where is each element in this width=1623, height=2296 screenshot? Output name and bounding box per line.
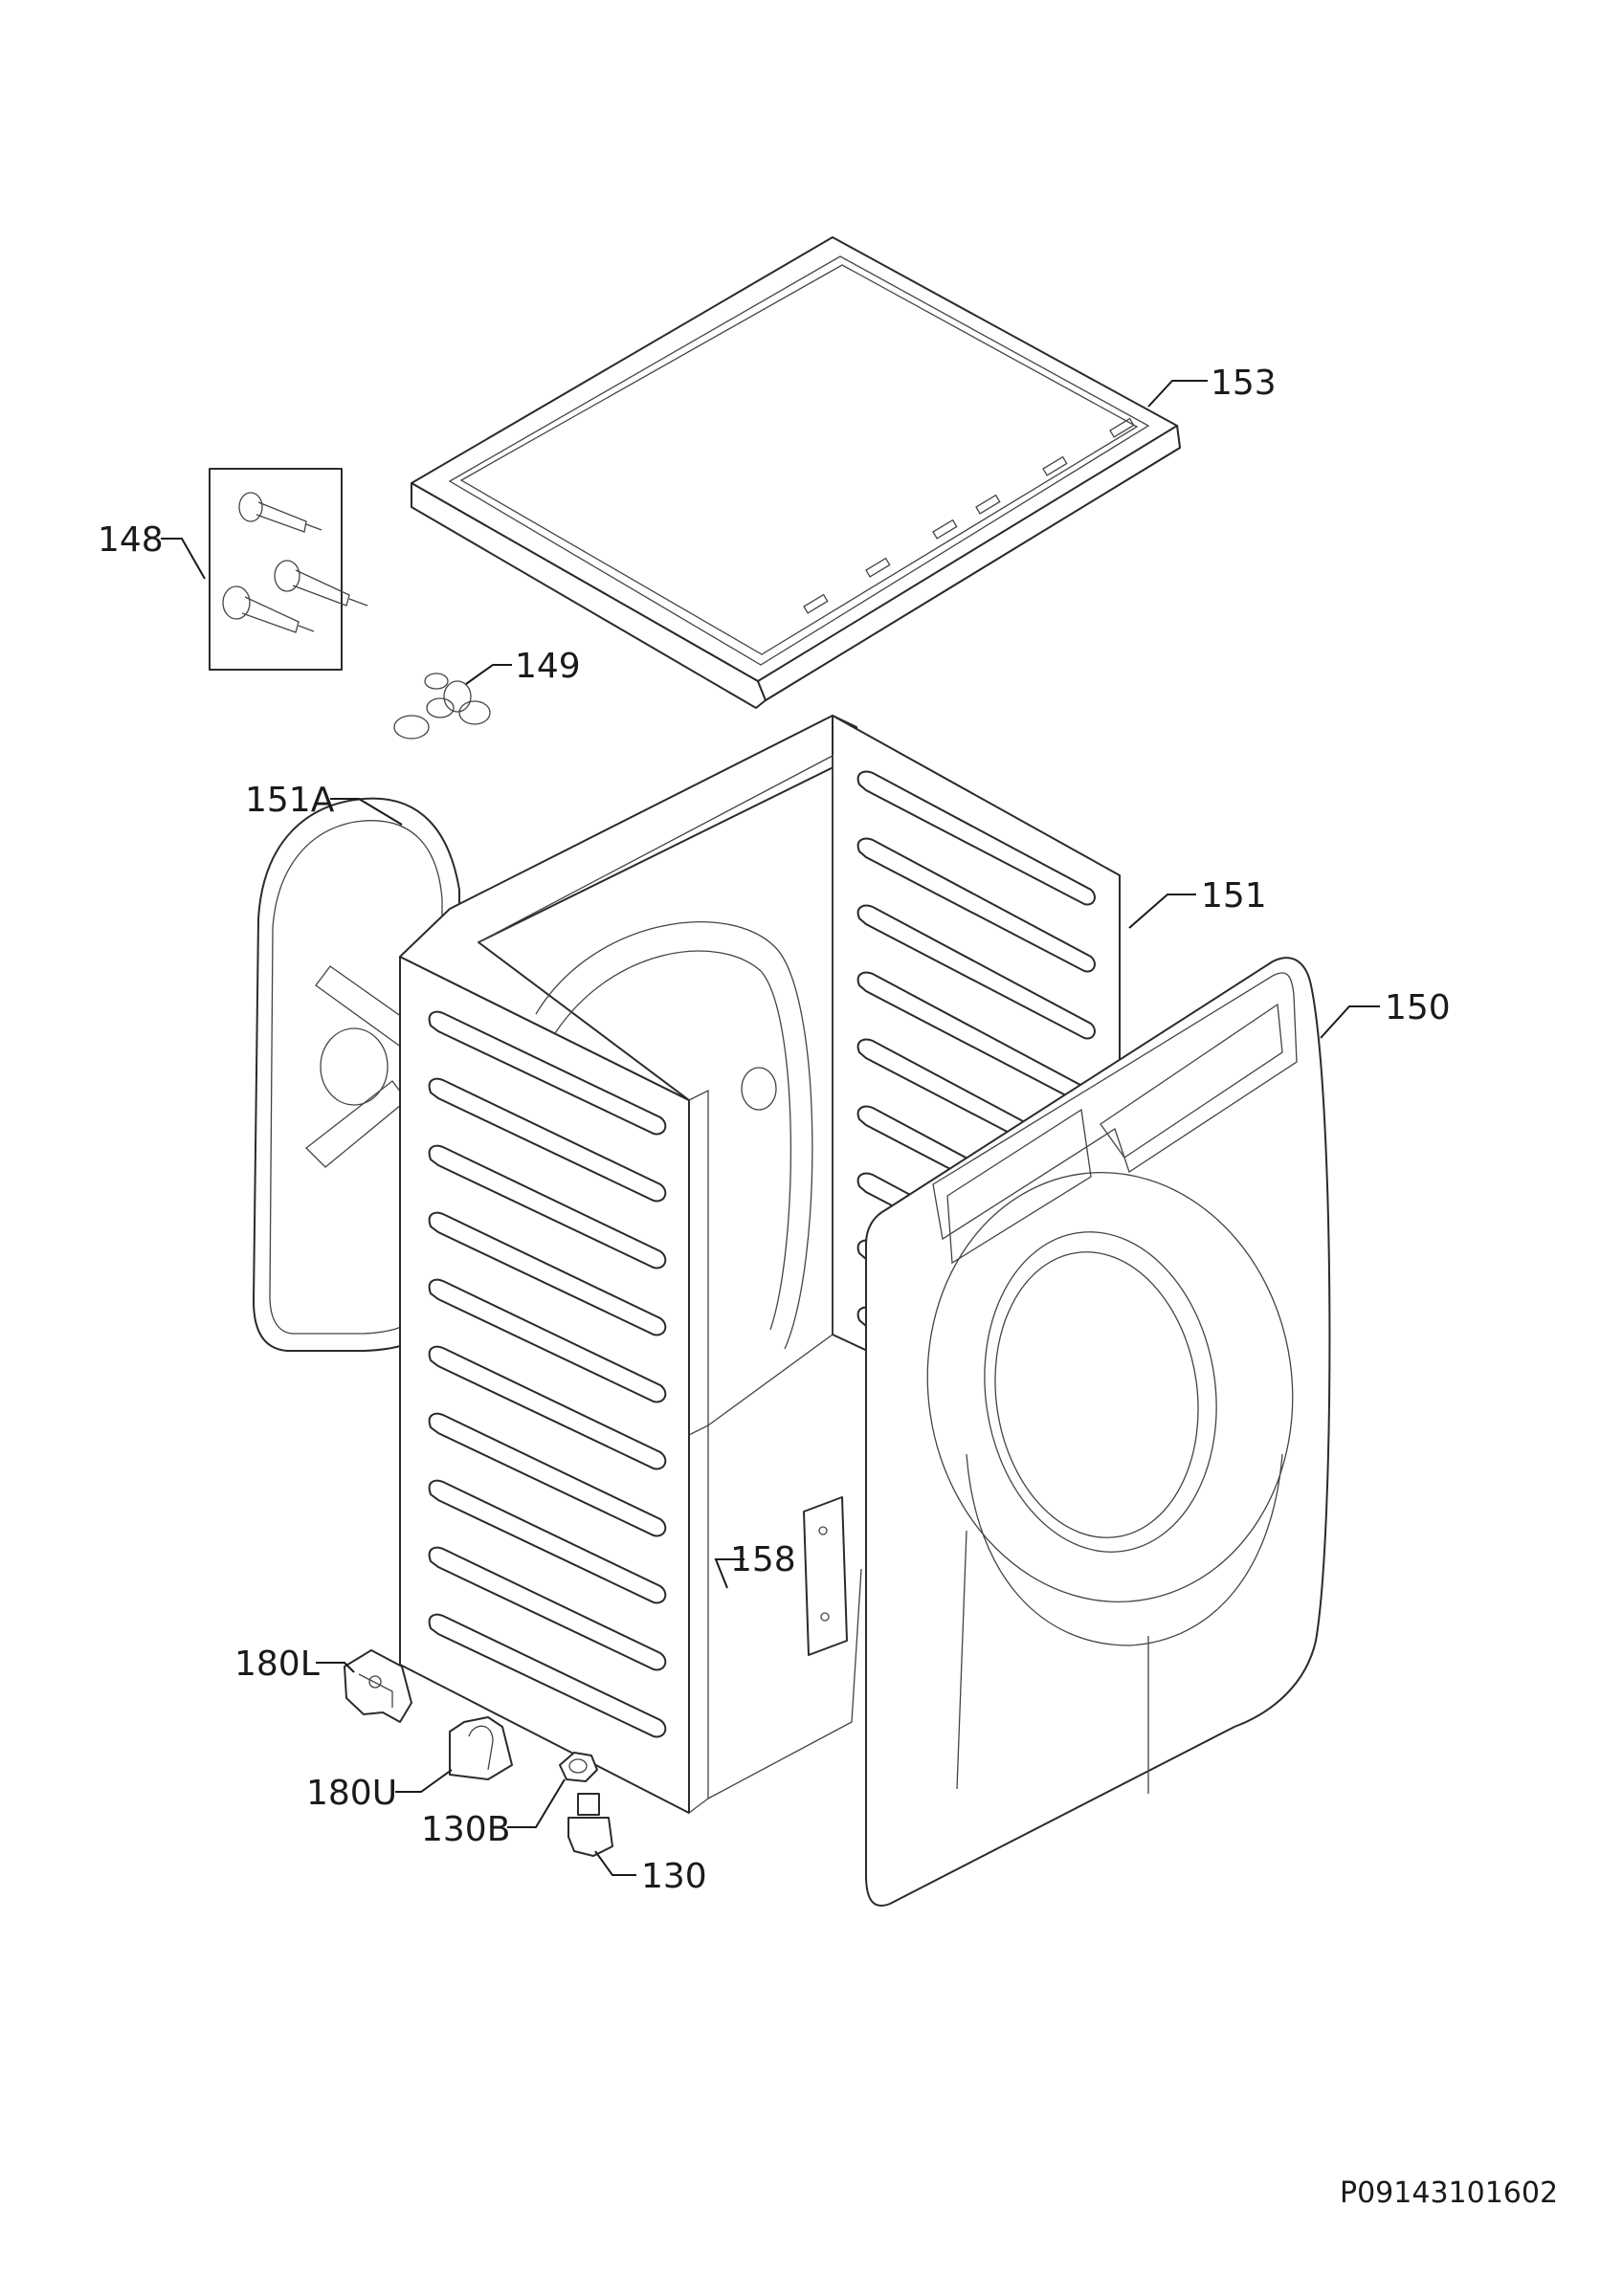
- leader-lines: [161, 380, 1380, 1876]
- leader-153: [1147, 380, 1208, 408]
- leader-130: [594, 1850, 636, 1876]
- top-cover-part: [411, 236, 1181, 709]
- label-150: 150: [1385, 988, 1451, 1027]
- label-153: 153: [1211, 364, 1277, 403]
- leader-180L: [316, 1662, 355, 1673]
- bracket-180L-part: [344, 1649, 412, 1723]
- nut-130B-part: [559, 1752, 598, 1782]
- leader-151: [1128, 894, 1196, 929]
- front-panel-part: [865, 957, 1331, 1907]
- callout-labels: 153 148 149 151A 151 150 158 180L 180U 1…: [98, 364, 1451, 1896]
- leader-130B: [507, 1778, 566, 1828]
- label-151: 151: [1201, 876, 1267, 916]
- leader-149: [465, 664, 512, 685]
- bracket-180U-part: [449, 1716, 513, 1780]
- label-180U: 180U: [306, 1774, 397, 1813]
- label-148: 148: [98, 520, 164, 560]
- rings-part: [393, 673, 491, 740]
- label-180L: 180L: [234, 1645, 320, 1684]
- label-130: 130: [641, 1857, 707, 1896]
- foot-130-part: [567, 1793, 613, 1857]
- label-151A: 151A: [245, 781, 335, 820]
- leader-150: [1320, 1005, 1380, 1039]
- label-158: 158: [730, 1540, 796, 1579]
- leader-180U: [395, 1769, 453, 1793]
- label-149: 149: [515, 647, 581, 686]
- leader-158: [714, 1558, 745, 1589]
- transit-bolts-part: [209, 468, 368, 671]
- label-130B: 130B: [421, 1810, 510, 1849]
- leader-148: [161, 538, 206, 580]
- drawing-code: P09143101602: [1340, 2176, 1558, 2210]
- leader-151A: [330, 798, 403, 826]
